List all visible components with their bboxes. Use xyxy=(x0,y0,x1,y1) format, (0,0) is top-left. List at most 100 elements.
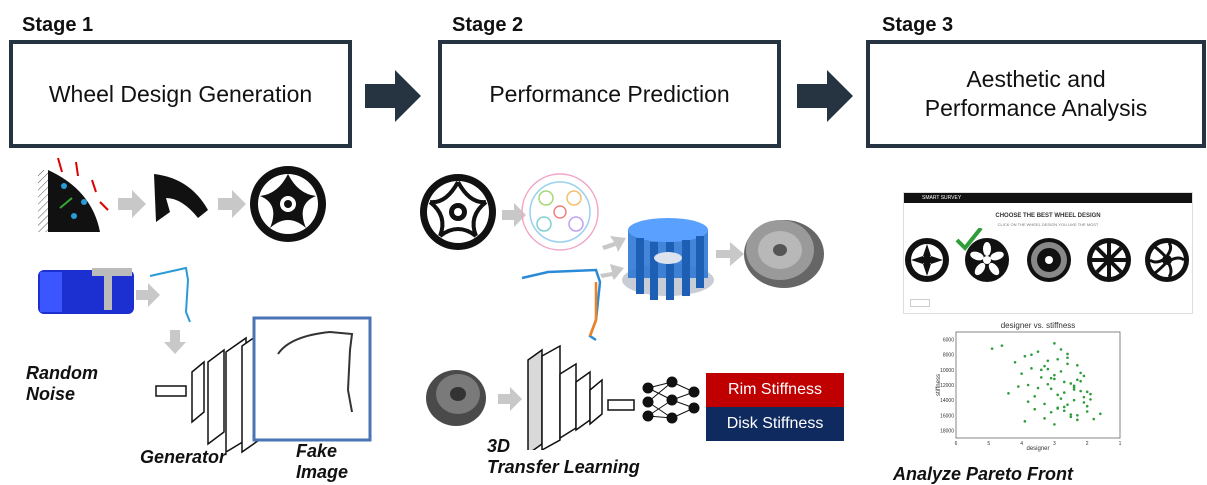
scatter-title: designer vs. stiffness xyxy=(1001,321,1076,330)
scatter-point xyxy=(1079,379,1082,383)
rim-profile-icon xyxy=(149,266,191,323)
spoke-segment-icon xyxy=(154,174,208,222)
pareto-scatter-plot: designer vs. stiffness designer stiffnes… xyxy=(936,321,1122,452)
arrow-right-icon xyxy=(600,264,624,280)
stage-3-label: Stage 3 xyxy=(882,14,954,36)
random-noise-line2: Noise xyxy=(26,383,76,404)
wheel-3d-model-icon xyxy=(622,218,714,300)
rim-3d-icon xyxy=(38,268,134,314)
scatter-point xyxy=(1059,348,1063,351)
random-noise-label: Random Noise xyxy=(26,363,98,404)
scatter-point xyxy=(1066,403,1069,406)
scatter-point xyxy=(1066,352,1069,356)
scatter-point xyxy=(1069,415,1073,419)
scatter-point xyxy=(1056,407,1059,410)
transfer-line2: Transfer Learning xyxy=(487,456,640,477)
scatter-point xyxy=(1062,380,1066,384)
transfer-learning-label: 3D Transfer Learning xyxy=(487,436,640,477)
scatter-point xyxy=(1085,410,1089,413)
wheel-icon xyxy=(420,174,496,250)
scatter-point xyxy=(1085,404,1089,408)
stage-1-box: Wheel Design Generation xyxy=(9,40,352,148)
scatter-plot-area xyxy=(955,331,1121,439)
wheel-icon xyxy=(250,166,326,242)
scatter-point xyxy=(1076,413,1079,417)
scatter-xlabel: designer xyxy=(1026,446,1049,452)
scatter-point xyxy=(1062,409,1066,413)
analyze-pareto-label: Analyze Pareto Front xyxy=(893,464,1074,484)
scatter-point xyxy=(1082,401,1086,404)
load-wedge-icon xyxy=(38,157,109,232)
survey-wheel-3 xyxy=(1027,238,1071,282)
scatter-point xyxy=(1062,391,1066,394)
scatter-point xyxy=(1092,417,1096,421)
scatter-point xyxy=(1089,398,1092,401)
scatter-xtick: 6 xyxy=(955,441,958,447)
scatter-xtick: 3 xyxy=(1053,441,1056,447)
scatter-point xyxy=(1059,370,1063,373)
scatter-point xyxy=(1013,360,1017,364)
arrow-right-icon xyxy=(498,387,522,411)
arrow-down-icon xyxy=(164,330,186,354)
scatter-point xyxy=(990,347,994,350)
scatter-point xyxy=(1020,372,1023,375)
scatter-point xyxy=(1033,395,1037,398)
scatter-xtick: 5 xyxy=(987,441,990,447)
scatter-point xyxy=(1076,418,1079,422)
stage-2-illustration xyxy=(420,173,824,450)
generator-network-icon xyxy=(191,330,263,454)
scatter-point xyxy=(1069,413,1073,416)
point-cloud-wheel-icon xyxy=(521,173,599,251)
scatter-point xyxy=(1030,367,1033,370)
survey-wheels xyxy=(905,228,1189,282)
scatter-point xyxy=(1062,405,1066,409)
scatter-point xyxy=(1072,398,1076,402)
scatter-xtick: 1 xyxy=(1119,441,1122,447)
stage-1-illustration xyxy=(38,157,372,454)
scatter-point xyxy=(1085,390,1089,394)
scatter-point xyxy=(1069,382,1073,385)
survey-wheel-5 xyxy=(1145,238,1189,282)
scatter-point xyxy=(1053,423,1056,426)
stage-2-title: Performance Prediction xyxy=(489,80,730,107)
scatter-point xyxy=(1059,397,1063,400)
scatter-point xyxy=(1079,389,1082,393)
scatter-point xyxy=(1049,410,1053,414)
scatter-point xyxy=(1056,393,1059,397)
scatter-point xyxy=(1066,362,1069,366)
scatter-point xyxy=(1026,383,1030,387)
transfer-line1: 3D xyxy=(487,436,511,456)
survey-wheel-4 xyxy=(1087,238,1131,282)
survey-nav-button[interactable] xyxy=(910,299,930,307)
scatter-point xyxy=(1079,371,1082,375)
scatter-point xyxy=(1076,378,1079,381)
scatter-ytick: 18000 xyxy=(940,428,954,434)
scatter-point xyxy=(1023,420,1027,423)
stage-3-title-line2: Performance Analysis xyxy=(924,95,1148,121)
scatter-point xyxy=(1082,395,1086,399)
scatter-ytick: 12000 xyxy=(940,383,954,389)
arrow-right-icon xyxy=(716,242,744,266)
scatter-xtick: 2 xyxy=(1086,441,1089,447)
scatter-point xyxy=(1072,385,1076,389)
fake-line1: Fake xyxy=(296,441,338,461)
scatter-point xyxy=(1066,356,1069,360)
scatter-point xyxy=(1082,374,1086,378)
arrow-right-icon xyxy=(218,190,246,218)
stage-3-box: Aesthetic and Performance Analysis xyxy=(866,40,1206,148)
rim-profile-icon xyxy=(521,268,602,342)
voxel-wheel-icon xyxy=(426,370,486,426)
scatter-point xyxy=(1039,376,1043,379)
cnn-network-icon xyxy=(527,344,635,450)
noise-vector-icon xyxy=(155,385,187,397)
arrow-right-icon xyxy=(797,70,853,122)
scatter-point xyxy=(1072,388,1076,391)
scatter-point xyxy=(1049,376,1053,380)
scatter-point xyxy=(1053,377,1056,381)
survey-wheel-1 xyxy=(905,238,949,282)
scatter-point xyxy=(1046,359,1050,363)
stage-2-label: Stage 2 xyxy=(452,14,524,36)
scatter-point xyxy=(1043,417,1046,420)
scatter-point xyxy=(1039,368,1043,372)
scatter-point xyxy=(1056,357,1059,361)
